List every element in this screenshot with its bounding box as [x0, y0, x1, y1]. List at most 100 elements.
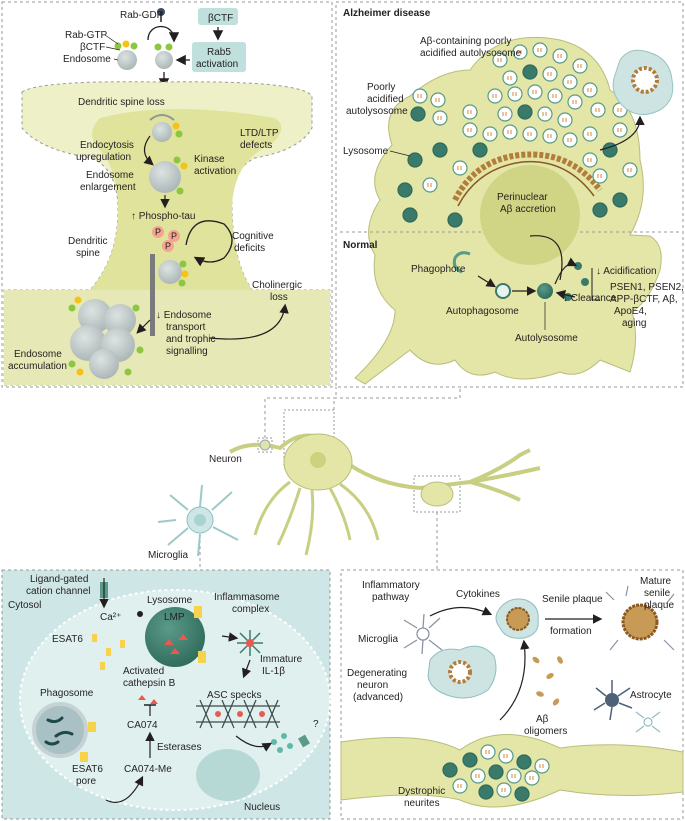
autophagosome	[495, 283, 511, 299]
autolysosome-vesicle	[482, 126, 498, 142]
lysosome-vesicle	[488, 764, 504, 780]
label-rab-gdp: Rab-GDP	[120, 10, 164, 21]
label-mature-3: plaque	[644, 600, 674, 611]
autolysosome-vesicle	[592, 168, 608, 184]
label-factors-2: APP-βCTF, Aβ,	[610, 294, 678, 305]
label-factors-1: PSEN1, PSEN2,	[610, 282, 684, 293]
label-rab5: Rab5	[207, 47, 231, 58]
ab-fibril	[501, 788, 506, 792]
ab-fibril	[572, 100, 577, 104]
autolysosome-vesicle	[582, 152, 598, 168]
ab-fibril	[502, 112, 507, 116]
ab-fibril	[595, 108, 600, 112]
label-microglia-c: Microglia	[148, 550, 188, 561]
autolysosome-vesicle	[524, 770, 540, 786]
autolysosome-vesicle	[582, 82, 598, 98]
label-accum-1: Endosome	[14, 349, 62, 360]
autolysosome	[537, 283, 553, 299]
autolysosome-vesicle	[582, 126, 598, 142]
lysosome-vesicle	[402, 207, 418, 223]
label-rab5-activation: activation	[196, 59, 238, 70]
label-phagosome: Phagosome	[40, 688, 94, 699]
autolysosome-vesicle	[470, 768, 486, 784]
autolysosome-vesicle	[452, 160, 468, 176]
ab-fibril	[539, 764, 544, 768]
ab-fibril	[417, 94, 422, 98]
lysosome-vesicle	[447, 212, 463, 228]
label-question: ?	[313, 719, 319, 730]
ab-fibril	[492, 94, 497, 98]
autolysosome-vesicle	[542, 128, 558, 144]
ab-fibril	[529, 776, 534, 780]
label-immature-1: Immature	[260, 654, 303, 665]
label-inflam-e-2: pathway	[372, 592, 409, 603]
ab-fibril	[435, 98, 440, 102]
perinuclear-amyloid	[452, 151, 603, 202]
autolysosome-vesicle	[622, 162, 638, 178]
label-peri-2: Aβ accretion	[500, 204, 556, 215]
mature-plaque	[621, 603, 659, 641]
ab-fibril	[511, 774, 516, 778]
ab-fibril	[587, 132, 592, 136]
ab-fibril	[547, 134, 552, 138]
lysosome-vesicle	[442, 762, 458, 778]
lysosome-vesicle	[514, 786, 530, 802]
autolysosome-vesicle	[412, 88, 428, 104]
il1b-molecules	[271, 733, 293, 753]
ab-fibril	[567, 138, 572, 142]
label-normal: Normal	[343, 240, 378, 251]
label-ltd-defects: defects	[240, 140, 272, 151]
label-ltd: LTD/LTP	[240, 128, 279, 139]
lysosome-vesicle	[478, 784, 494, 800]
endosome-small-2	[155, 51, 173, 69]
astrocyte	[593, 680, 633, 721]
label-asc: ASC specks	[207, 690, 261, 701]
esat6-molecules	[92, 634, 125, 670]
label-ca074me: CA074-Me	[124, 764, 172, 775]
label-inflam-e-1: Inflammatory	[362, 580, 420, 591]
ab-fibril	[485, 750, 490, 754]
lysosome-d	[145, 607, 205, 667]
autolysosome-vesicle	[502, 70, 518, 86]
label-kinase: Kinase	[194, 154, 225, 165]
phospho-1	[152, 226, 164, 238]
autolysosome-vesicle	[534, 758, 550, 774]
label-activated-2: cathepsin B	[123, 678, 176, 689]
label-dend-2: spine	[76, 248, 100, 259]
ab-fibril	[587, 158, 592, 162]
autolysosome-vesicle	[547, 88, 563, 104]
label-degen-1: Degenerating	[347, 668, 407, 679]
autolysosome-vesicle	[422, 177, 438, 193]
neurite-swelling	[420, 481, 454, 507]
ab-fibril	[507, 130, 512, 134]
autolysosome-vesicle	[497, 106, 513, 122]
lysosome-vesicle	[462, 752, 478, 768]
label-ab-1: Aβ	[536, 714, 549, 725]
ab-fibril	[512, 92, 517, 96]
label-autolysosome: Autolysosome	[515, 333, 578, 344]
label-rab-gtp: Rab-GTP	[65, 30, 108, 41]
phagophore	[452, 251, 471, 274]
label-dys-1: Dystrophic	[398, 786, 445, 797]
autolysosome-vesicle	[590, 102, 606, 118]
label-ligand-1: Ligand-gated	[30, 574, 88, 585]
microglia-e	[403, 613, 443, 655]
autolysosome-vesicle	[527, 84, 543, 100]
label-bctf-box: βCTF	[208, 13, 233, 24]
dendrite-shaft	[4, 290, 330, 385]
ab-fibril	[457, 784, 462, 788]
autolysosome-vesicle	[557, 112, 573, 128]
label-dend-1: Dendritic	[68, 236, 107, 247]
autolysosome-vesicle	[562, 132, 578, 148]
label-dys-2: neurites	[404, 798, 440, 809]
label-astrocyte: Astrocyte	[630, 690, 672, 701]
label-poor-1: Poorly	[367, 82, 395, 93]
label-esat6: ESAT6	[52, 634, 83, 645]
label-phospho-tau: ↑ Phospho-tau	[131, 211, 196, 222]
label-ca: Ca²⁺	[100, 612, 121, 623]
autolysosome-vesicle	[430, 92, 446, 108]
autolysosome-vesicle	[487, 88, 503, 104]
ab-fibril	[475, 774, 480, 778]
label-poor-3: autolysosome	[346, 106, 408, 117]
